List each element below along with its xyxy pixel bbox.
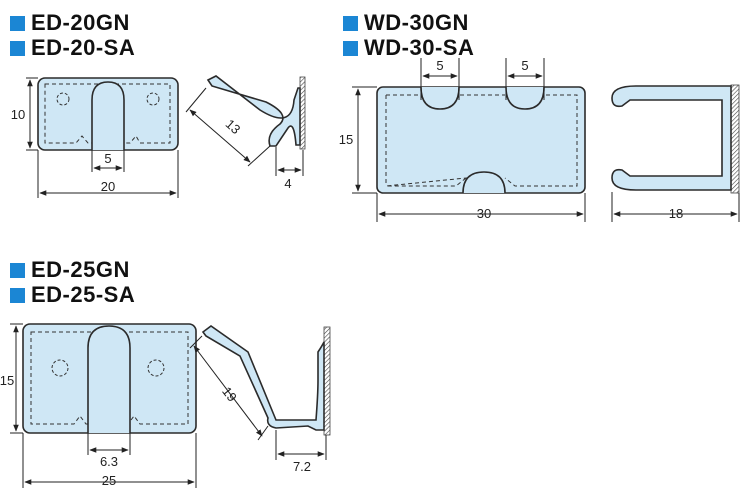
blue-square-icon: [343, 40, 358, 56]
ed20-hole-right: [146, 92, 160, 106]
ed25-depth-dim: 7.2: [275, 430, 327, 474]
ed20-height-dim: 10: [11, 77, 38, 151]
wd30-notch-left: [420, 86, 460, 110]
ed20-side-view: [206, 75, 306, 150]
wd30-slot-right-dim: 5: [505, 58, 545, 100]
wd30-wall: [730, 84, 740, 194]
ed25-side-profile: [201, 325, 325, 431]
ed25-slot-label: 6.3: [100, 454, 118, 469]
ed25-hole-left: [51, 359, 69, 377]
wd30-notch-right: [505, 86, 545, 110]
blue-square-icon: [10, 262, 25, 278]
ed25-width-label: 25: [102, 473, 116, 488]
ed20-width-dim: 20: [37, 150, 179, 198]
wd30-title-2: WD-30-SA: [343, 37, 474, 59]
blue-square-icon: [10, 287, 25, 303]
wd30-side-profile: [611, 85, 732, 191]
ed25-front-view: [22, 323, 197, 434]
ed25-hook-label: 19: [219, 384, 240, 405]
wd30-depth-label: 18: [669, 206, 683, 221]
wd30-height-dim: 15: [339, 86, 377, 194]
ed20-tongue: [91, 81, 125, 150]
wd30-slot-left-label: 5: [436, 58, 443, 73]
wd30-width-dim: 30: [376, 193, 586, 222]
wd30-emboss-outline: [385, 94, 578, 187]
wd30-front-view: [376, 86, 586, 194]
ed25-title-2: ED-25-SA: [10, 284, 135, 306]
wd30-side-view: [611, 84, 740, 194]
ed20-side-profile: [206, 75, 301, 147]
wd30-slot-right-label: 5: [521, 58, 528, 73]
ed25-width-dim: 25: [22, 433, 197, 488]
wd30-depth-dim: 18: [611, 192, 740, 222]
ed20-depth-dim: 4: [275, 147, 304, 191]
ed25-tongue: [87, 325, 131, 433]
ed20-hole-left: [56, 92, 70, 106]
ed20-width-label: 20: [101, 179, 115, 194]
ed20-height-label: 10: [11, 107, 25, 122]
ed25-wall: [323, 326, 331, 436]
wd30-notch-bottom: [462, 171, 506, 194]
ed25-height-label: 15: [0, 373, 14, 388]
blue-square-icon: [343, 15, 358, 31]
ed20-hook-label: 13: [223, 116, 244, 137]
wd30-slot-left-dim: 5: [420, 58, 460, 100]
wd30-width-label: 30: [477, 206, 491, 221]
ed25-hook-dim: 19: [189, 335, 269, 441]
ed25-slot-dim: 6.3: [87, 433, 131, 469]
blue-square-icon: [10, 40, 25, 56]
ed25-depth-label: 7.2: [293, 459, 311, 474]
ed25-title-1: ED-25GN: [10, 259, 130, 281]
ed25-hole-right: [147, 359, 165, 377]
ed20-depth-label: 4: [284, 176, 291, 191]
ed25-height-dim: 15: [0, 323, 23, 434]
ed20-front-view: [37, 77, 179, 151]
ed20-slot-dim: 5: [91, 150, 125, 172]
blue-square-icon: [10, 15, 25, 31]
ed20-emboss-outline: [44, 83, 171, 144]
wd30-title-1: WD-30GN: [343, 12, 469, 34]
wd30-height-label: 15: [339, 132, 353, 147]
ed20-slot-label: 5: [104, 151, 111, 166]
ed20-title-1: ED-20GN: [10, 12, 130, 34]
ed20-title-2: ED-20-SA: [10, 37, 135, 59]
ed25-side-view: [201, 325, 331, 436]
